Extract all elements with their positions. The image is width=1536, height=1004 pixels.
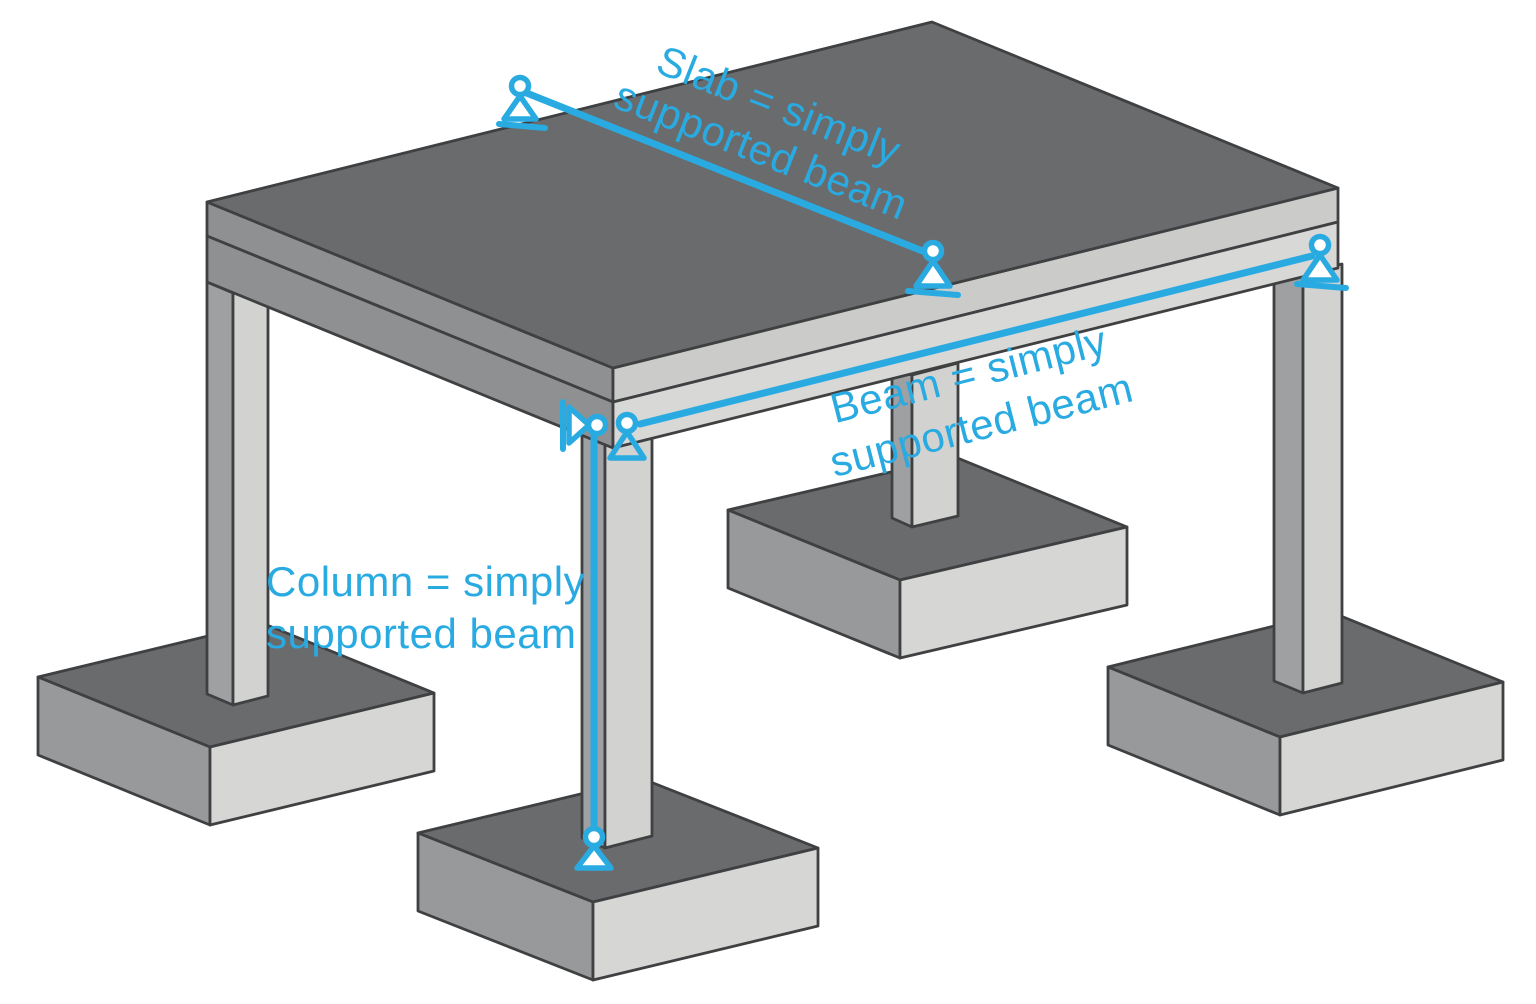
support-hinge-circle	[508, 74, 532, 98]
support-triangle	[574, 843, 614, 871]
support-triangle	[1300, 252, 1340, 283]
support-hinge-circle	[582, 825, 606, 849]
column-label-line2: supported beam	[266, 610, 577, 657]
footing-front-southeast-face	[591, 846, 820, 982]
column-right-side-face	[1272, 272, 1305, 695]
support-hinge-circle	[585, 413, 609, 437]
column-label-line1: Column = simply	[266, 558, 585, 605]
footing-middle-southeast-face	[898, 525, 1129, 660]
column-label: Column = simply supported beam	[266, 558, 585, 657]
column-left-side-face	[205, 280, 235, 707]
column-left-front-face	[231, 283, 270, 707]
support-triangle	[913, 258, 953, 289]
slab-top-face	[205, 20, 1340, 370]
slab-assembly	[205, 20, 1340, 450]
support-hinge-circle	[1308, 233, 1332, 257]
support-ground-line	[496, 121, 548, 131]
column-right-front-face	[1301, 262, 1344, 695]
pin-support-icon	[905, 239, 961, 298]
footing-left-southeast-face	[208, 691, 436, 827]
rotated-pin-support-icon	[560, 399, 609, 452]
column-middle	[890, 361, 960, 529]
column-front-front-face	[603, 430, 654, 850]
support-ground-line	[1294, 281, 1349, 291]
column-right	[1272, 262, 1344, 695]
support-triangle	[607, 429, 647, 461]
pin-support-icon	[607, 411, 647, 461]
support-hinge-circle	[921, 239, 945, 263]
support-hinge-circle	[615, 411, 639, 435]
slab-idealized-beam-line	[520, 88, 934, 258]
support-ground-line	[905, 288, 961, 298]
footing-right-southeast-face	[1278, 680, 1505, 817]
pin-support-icon	[1294, 233, 1349, 291]
pin-support-icon	[496, 74, 548, 131]
support-triangle	[566, 404, 592, 446]
pin-support-icon	[574, 825, 614, 871]
support-triangle	[501, 93, 539, 122]
beam-idealized-beam-line	[636, 252, 1316, 428]
beam-edge-southeast	[611, 220, 1340, 450]
